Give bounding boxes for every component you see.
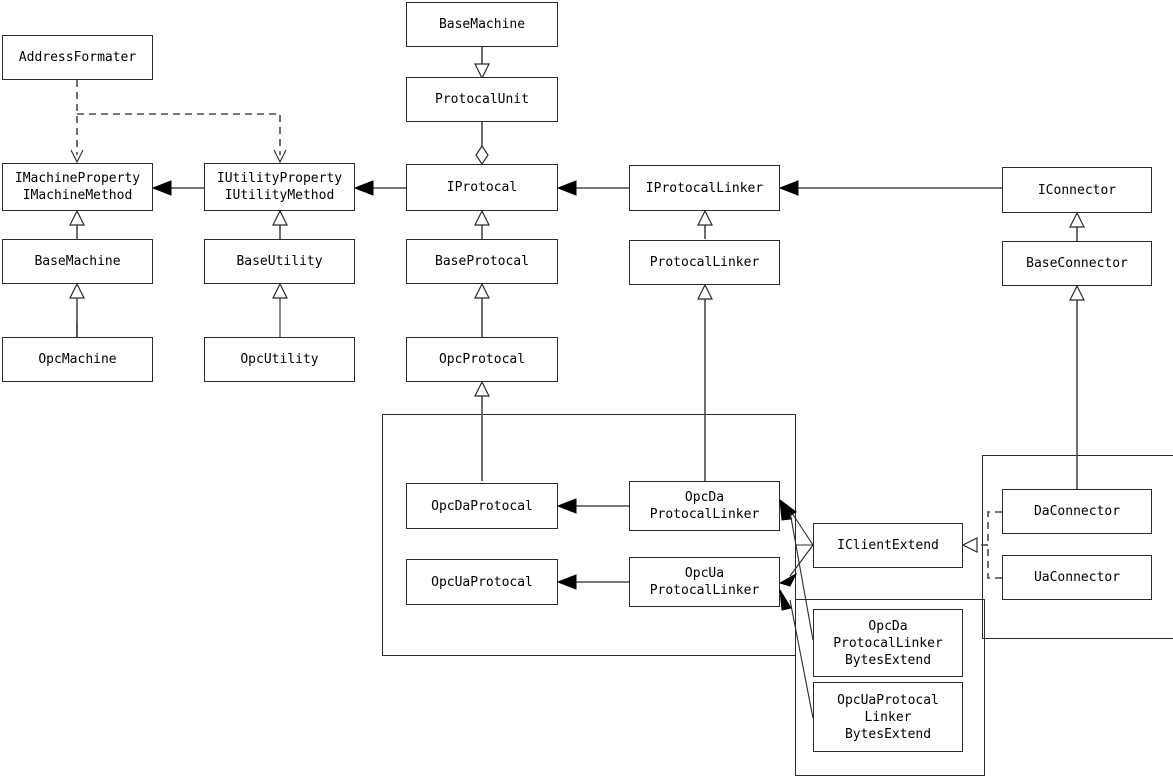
node-iprotocal[interactable]: IProtocal: [406, 164, 558, 211]
node-opc-machine[interactable]: OpcMachine: [2, 337, 153, 382]
arrowhead-iclientextend-opcualinker: [778, 572, 798, 587]
arrowhead-gen-daconnector-baseconnector: [1069, 284, 1085, 301]
node-opc-ua-protocal-linker-bytes-extend[interactable]: OpcUaProtocal Linker BytesExtend: [813, 682, 963, 752]
node-opc-da-protocal[interactable]: OpcDaProtocal: [406, 483, 558, 529]
arrowhead-gen-basemachine-imachine: [69, 209, 85, 226]
node-opc-protocal[interactable]: OpcProtocal: [406, 337, 558, 382]
arrowhead-realization-iclientextend: [961, 537, 978, 553]
arrowhead-opcualinker-opcuaprotocal: [556, 574, 577, 590]
node-base-connector[interactable]: BaseConnector: [1002, 241, 1152, 286]
arrowhead-gen-basemachinetop-protocalunit: [474, 63, 490, 80]
arrowhead-opcuabytesextend-opcualinker: [779, 589, 792, 611]
arrowhead-gen-baseconnector-iconnector: [1069, 211, 1085, 228]
node-opc-utility[interactable]: OpcUtility: [204, 337, 355, 382]
node-ua-connector[interactable]: UaConnector: [1002, 555, 1152, 600]
arrowhead-iutility-imachine: [151, 180, 172, 196]
node-protocal-unit[interactable]: ProtocalUnit: [406, 77, 558, 122]
node-base-machine-left[interactable]: BaseMachine: [2, 239, 153, 284]
edge-iclientextend-to-opcualinker: [789, 544, 814, 577]
arrowhead-dep-iutility: [273, 149, 287, 164]
node-iprotocal-linker[interactable]: IProtocalLinker: [629, 165, 780, 211]
node-imachine-property[interactable]: IMachineProperty IMachineMethod: [2, 163, 153, 211]
node-base-utility[interactable]: BaseUtility: [204, 239, 355, 284]
edge-addressformater-to-iutility: [77, 113, 281, 155]
node-base-protocal[interactable]: BaseProtocal: [406, 239, 558, 284]
arrowhead-dep-imachine: [70, 149, 84, 164]
node-iutility-property[interactable]: IUtilityProperty IUtilityMethod: [204, 163, 355, 211]
arrowhead-opcdabytesextend-opcdalinker: [779, 499, 792, 521]
arrowhead-iprotocal-iutility: [353, 180, 374, 196]
arrowhead-gen-opcdalinker-protocallinker: [697, 283, 713, 300]
arrowhead-iconnector-iprotocallinker: [778, 180, 799, 196]
edge-opcuabytesextend-to-opcualinker: [789, 599, 814, 719]
arrowhead-gen-opcutility-baseutility: [272, 282, 288, 299]
node-address-formater[interactable]: AddressFormater: [2, 35, 153, 80]
node-da-connector[interactable]: DaConnector: [1002, 489, 1152, 534]
node-opc-ua-protocal[interactable]: OpcUaProtocal: [406, 559, 558, 605]
arrowhead-gen-opcdaprotocal-opcprotocal: [474, 380, 490, 397]
edge-opcdabytesextend-to-opcdalinker: [789, 511, 814, 641]
node-iclient-extend[interactable]: IClientExtend: [813, 523, 963, 568]
arrowhead-gen-baseutility-iutility: [272, 209, 288, 226]
edge-uaconnector-to-iclientextend: [987, 545, 1002, 579]
node-opc-ua-protocal-linker[interactable]: OpcUa ProtocalLinker: [629, 557, 780, 607]
node-protocal-linker[interactable]: ProtocalLinker: [629, 240, 780, 285]
arrowhead-opcdalinker-opcdaprotocal: [556, 498, 577, 514]
node-iconnector[interactable]: IConnector: [1002, 167, 1152, 213]
node-opc-da-protocal-linker[interactable]: OpcDa ProtocalLinker: [629, 481, 780, 531]
node-opc-da-protocal-linker-bytes-extend[interactable]: OpcDa ProtocalLinker BytesExtend: [813, 609, 963, 677]
arrowhead-gen-protocallinker-iprotocallinker: [697, 209, 713, 226]
arrowhead-gen-baseprotocal-iprotocal: [474, 209, 490, 226]
frame-protocal-group: [382, 414, 796, 656]
edge-iclientextend-to-opcdalinker: [789, 509, 814, 546]
arrowhead-gen-opcprotocal-baseprotocal: [474, 282, 490, 299]
node-base-machine-top[interactable]: BaseMachine: [406, 2, 558, 47]
edge-daconnector-to-iclientextend: [987, 511, 1002, 545]
arrowhead-iprotocallinker-iprotocal: [556, 180, 577, 196]
